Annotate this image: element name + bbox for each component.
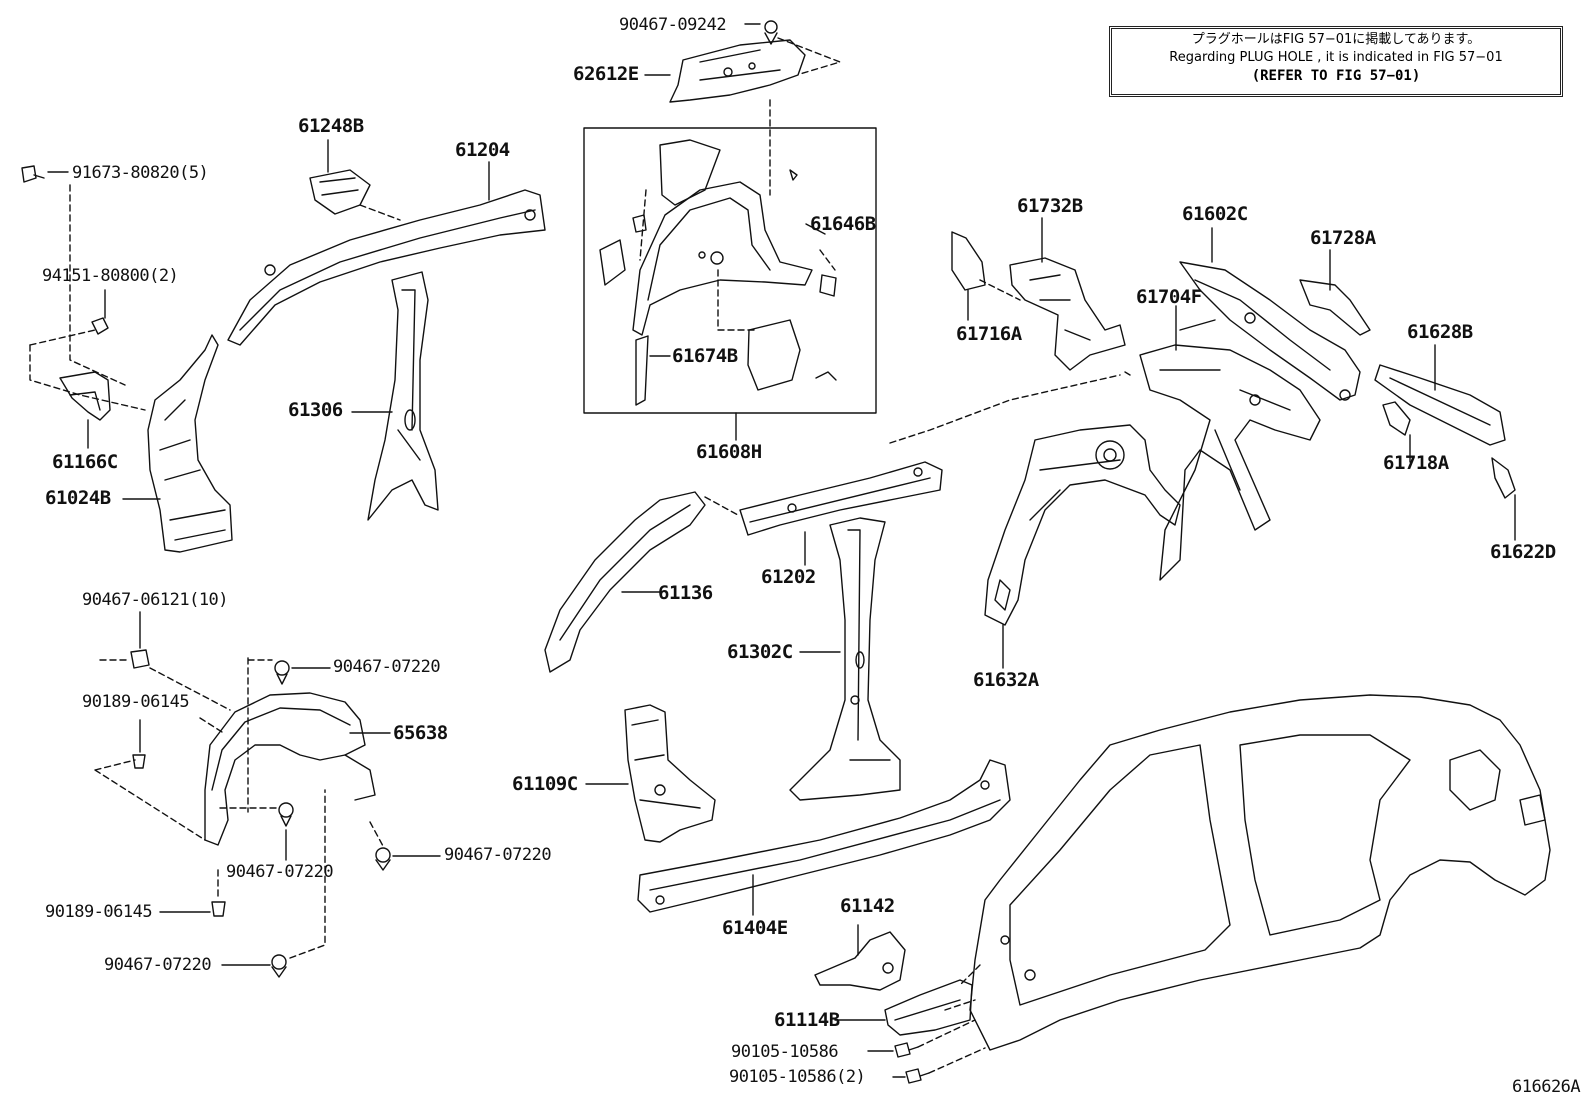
part-61404E-drawing	[637, 759, 1011, 913]
clip-90467-09242-drawing	[764, 20, 778, 45]
part-61302C-drawing	[789, 517, 901, 801]
part-61628B-drawing	[1374, 364, 1506, 446]
clip-90467-07220-c-drawing	[375, 847, 391, 871]
part-61248B-drawing	[309, 169, 371, 215]
label-61109C[interactable]: 61109C	[512, 773, 578, 795]
part-61142-drawing	[814, 931, 906, 991]
refer-note-box: プラグホールはFIG 57−01に掲載してあります。 Regarding PLU…	[1109, 26, 1563, 97]
label-94151-80800[interactable]: 94151-80800(2)	[42, 266, 179, 286]
label-61704F[interactable]: 61704F	[1136, 286, 1202, 308]
part-61704F-drawing	[1139, 319, 1321, 581]
clip-90467-07220-a-drawing	[274, 660, 290, 685]
part-61716A-drawing	[951, 231, 986, 291]
label-61166C[interactable]: 61166C	[52, 451, 118, 473]
group-61608H-box	[583, 127, 877, 414]
label-61622D[interactable]: 61622D	[1490, 541, 1556, 563]
label-61142[interactable]: 61142	[840, 895, 895, 917]
label-90467-07220-a[interactable]: 90467-07220	[333, 657, 441, 677]
label-61632A[interactable]: 61632A	[973, 669, 1039, 691]
part-61136-drawing	[544, 491, 706, 673]
label-61202[interactable]: 61202	[761, 566, 816, 588]
part-61602C-drawing	[1179, 261, 1361, 401]
label-90467-07220-c[interactable]: 90467-07220	[444, 845, 552, 865]
label-61114B[interactable]: 61114B	[774, 1009, 840, 1031]
label-61728A[interactable]: 61728A	[1310, 227, 1376, 249]
part-61114B-drawing	[884, 979, 973, 1036]
label-90189-06145-a[interactable]: 90189-06145	[82, 692, 190, 712]
label-65638[interactable]: 65638	[393, 722, 448, 744]
clip-90467-07220-b-drawing	[278, 802, 294, 827]
body-side-drawing	[969, 694, 1551, 1051]
label-61628B[interactable]: 61628B	[1407, 321, 1473, 343]
label-90467-06121[interactable]: 90467-06121(10)	[82, 590, 229, 610]
part-62612E-drawing	[669, 39, 806, 103]
label-61716A[interactable]: 61716A	[956, 323, 1022, 345]
part-61632A-drawing	[984, 424, 1181, 626]
label-61602C[interactable]: 61602C	[1182, 203, 1248, 225]
label-61248B[interactable]: 61248B	[298, 115, 364, 137]
part-61718A-drawing	[1382, 401, 1411, 436]
label-90189-06145-b[interactable]: 90189-06145	[45, 902, 153, 922]
label-61732B[interactable]: 61732B	[1017, 195, 1083, 217]
label-90467-07220-b[interactable]: 90467-07220	[226, 862, 334, 882]
part-61202-drawing	[739, 461, 943, 536]
part-61306-drawing	[367, 271, 439, 521]
label-91673-80820[interactable]: 91673-80820(5)	[72, 163, 209, 183]
bolt-91673-80820-drawing	[21, 165, 45, 183]
bolt-90105-10586-drawing	[894, 1042, 930, 1084]
clip-90189-06145-a-drawing	[132, 754, 146, 769]
label-61646B[interactable]: 61646B	[810, 213, 876, 235]
note-japanese: プラグホールはFIG 57−01に掲載してあります。	[1191, 32, 1481, 47]
label-90467-07220-d[interactable]: 90467-07220	[104, 955, 212, 975]
figure-id: 616626A	[1512, 1077, 1581, 1097]
part-61024B-drawing	[147, 334, 233, 553]
nut-90467-06121-drawing	[130, 649, 150, 669]
part-61109C-drawing	[624, 704, 716, 843]
label-90105-10586[interactable]: 90105-10586	[731, 1042, 839, 1062]
nut-94151-80800-drawing	[91, 317, 109, 335]
label-61718A[interactable]: 61718A	[1383, 452, 1449, 474]
note-english: Regarding PLUG HOLE , it is indicated in…	[1169, 50, 1503, 65]
label-61024B[interactable]: 61024B	[45, 487, 111, 509]
part-61622D-drawing	[1491, 457, 1516, 499]
part-61728A-drawing	[1299, 279, 1371, 336]
label-61136[interactable]: 61136	[658, 582, 713, 604]
part-61204-drawing	[227, 189, 546, 346]
label-90105-10586-2[interactable]: 90105-10586(2)	[729, 1067, 866, 1087]
note-refer: (REFER TO FIG 57−01)	[1251, 68, 1421, 84]
label-61404E[interactable]: 61404E	[722, 917, 788, 939]
part-61608H-wheelhouse-drawing	[599, 139, 837, 406]
label-90467-09242[interactable]: 90467-09242	[619, 15, 727, 35]
label-61306[interactable]: 61306	[288, 399, 343, 421]
part-61732B-drawing	[1009, 257, 1126, 371]
part-65638-drawing	[204, 692, 376, 846]
label-62612E[interactable]: 62612E	[573, 63, 639, 85]
label-61608H[interactable]: 61608H	[696, 441, 762, 463]
label-61302C[interactable]: 61302C	[727, 641, 793, 663]
label-61674B[interactable]: 61674B	[672, 345, 738, 367]
clip-90467-07220-d-drawing	[271, 954, 287, 978]
clip-90189-06145-b-drawing	[211, 901, 226, 917]
label-61204[interactable]: 61204	[455, 139, 510, 161]
